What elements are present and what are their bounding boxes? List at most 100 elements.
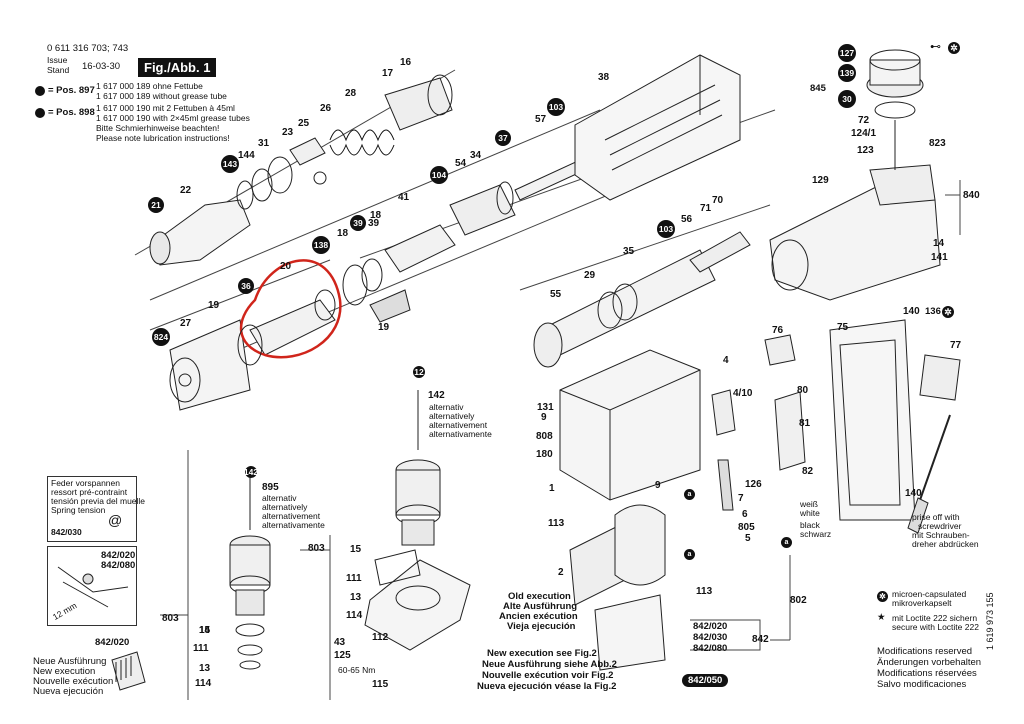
callout-19b: 19 bbox=[378, 322, 390, 333]
callout-19: 19 bbox=[208, 300, 220, 311]
alt-142-l3: alternativement bbox=[429, 420, 488, 430]
callout-803b: 803 bbox=[162, 613, 179, 624]
legend-loctite-l2: secure with Loctite 222 bbox=[892, 622, 979, 632]
callout-14b: 14 bbox=[199, 625, 211, 636]
ref-842-050: 842/050 bbox=[682, 674, 729, 687]
ref-842-020: 842/020 bbox=[693, 621, 728, 632]
callout-41: 41 bbox=[398, 192, 410, 203]
callout-140a: 140 bbox=[903, 306, 920, 317]
footer-l1: Modifications reserved bbox=[877, 646, 973, 657]
ref2-b: 842/080 bbox=[101, 560, 136, 571]
callout-104: 104 bbox=[430, 166, 448, 184]
callout-20: 20 bbox=[280, 261, 292, 272]
wire-a-marker: a bbox=[684, 549, 695, 560]
new-exec-fig2-l2: Neue Ausführung siehe Abb.2 bbox=[482, 659, 617, 670]
prise-l1: prise off with bbox=[912, 512, 960, 522]
callout-18b: 18 bbox=[337, 228, 349, 239]
callout-39: 39 bbox=[350, 215, 366, 231]
callout-18: 18 bbox=[370, 210, 382, 221]
pos898-line2: 1 617 000 190 with 2×45ml grease tubes bbox=[96, 113, 250, 123]
alt-142-l2: alternatively bbox=[429, 411, 475, 421]
callout-141: 141 bbox=[931, 252, 948, 263]
callout-6: 6 bbox=[742, 509, 748, 520]
prise-l4: dreher abdrücken bbox=[912, 539, 979, 549]
pos898-line3: Bitte Schmierhinweise beachten! bbox=[96, 123, 220, 133]
callout-35: 35 bbox=[623, 246, 635, 257]
callout-112: 112 bbox=[372, 632, 389, 643]
wire-black-de: schwarz bbox=[800, 529, 832, 539]
callout-805: 805 bbox=[738, 522, 755, 533]
callout-803a: 803 bbox=[308, 543, 325, 554]
callout-2: 2 bbox=[558, 567, 564, 578]
callout-840: 840 bbox=[963, 190, 980, 201]
bullet-icon bbox=[35, 108, 45, 118]
callout-139: 139 bbox=[838, 64, 856, 82]
old-exec-l1: Old execution bbox=[508, 591, 571, 602]
callout-30: 30 bbox=[838, 90, 856, 108]
old-exec-l4: Vieja ejecución bbox=[507, 621, 576, 632]
callout-22: 22 bbox=[180, 185, 192, 196]
wire-a-marker: a bbox=[781, 537, 792, 548]
torque-label: 60-65 Nm bbox=[338, 665, 376, 675]
new-exec-l1: Neue Ausführung bbox=[33, 656, 107, 667]
callout-36: 36 bbox=[238, 278, 254, 294]
alt-142-l1: alternativ bbox=[429, 402, 464, 412]
callout-81: 81 bbox=[799, 418, 811, 429]
pos897-line1: 1 617 000 189 ohne Fettube bbox=[96, 81, 203, 91]
ref2-a: 842/020 bbox=[101, 550, 136, 561]
callout-111a: 111 bbox=[346, 573, 362, 584]
new-exec-l3: Nouvelle exécution bbox=[33, 676, 114, 687]
prise-l2: screwdriver bbox=[918, 521, 962, 531]
callout-75: 75 bbox=[837, 322, 849, 333]
callout-136: 136 bbox=[925, 306, 941, 317]
pos898-line1: 1 617 000 190 mit 2 Fettuben à 45ml bbox=[96, 103, 235, 113]
callout-129: 129 bbox=[812, 175, 829, 186]
alt-895-l1: alternativ bbox=[262, 493, 297, 503]
callout-54: 54 bbox=[455, 158, 467, 169]
callout-114a: 114 bbox=[346, 610, 363, 621]
callout-x-142: 12 bbox=[413, 366, 425, 378]
new-exec-fig2-l4: Nueva ejecución véase la Fig.2 bbox=[477, 681, 617, 692]
wire-black-en: black bbox=[800, 520, 820, 530]
callout-138: 138 bbox=[312, 236, 330, 254]
callout-9: 9 bbox=[541, 412, 547, 423]
stand-label: Stand bbox=[47, 65, 70, 75]
callout-103a: 103 bbox=[547, 98, 565, 116]
callout-80: 80 bbox=[797, 385, 809, 396]
callout-x-895: 142 bbox=[243, 466, 259, 478]
callout-14: 14 bbox=[933, 238, 945, 249]
callout-23: 23 bbox=[282, 127, 294, 138]
pos897-label: = Pos. 897 bbox=[48, 85, 95, 96]
new-exec-l4: Nueva ejecución bbox=[33, 686, 104, 697]
callout-113a: 113 bbox=[548, 518, 565, 529]
document-id: 1 619 973 155 bbox=[985, 592, 995, 650]
callout-28: 28 bbox=[345, 88, 357, 99]
callout-56: 56 bbox=[681, 214, 693, 225]
callout-143: 143 bbox=[221, 155, 239, 173]
footer-l3: Modifications réservées bbox=[877, 668, 977, 679]
callout-842: 842 bbox=[752, 634, 769, 645]
callout-76: 76 bbox=[772, 325, 784, 336]
footer-l2: Änderungen vorbehalten bbox=[877, 657, 982, 668]
callout-15a: 15 bbox=[350, 544, 362, 555]
callout-802: 802 bbox=[790, 595, 807, 606]
callout-39b: 39 bbox=[368, 218, 380, 229]
callout-55: 55 bbox=[550, 289, 562, 300]
callout-7: 7 bbox=[738, 493, 744, 504]
callout-57: 57 bbox=[535, 114, 547, 125]
star-icon: ★ bbox=[877, 612, 886, 623]
callout-4-10: 4/10 bbox=[733, 388, 753, 399]
spring-detail-inset: 842/020 842/080 12 mm bbox=[47, 546, 137, 626]
callout-131: 131 bbox=[537, 402, 554, 413]
legend-micro-l2: mikroverkapselt bbox=[892, 598, 952, 608]
prise-l3: mit Schrauben- bbox=[912, 530, 970, 540]
callout-4: 4 bbox=[723, 355, 729, 366]
callout-82: 82 bbox=[802, 466, 814, 477]
micro-capsule-icon: ✲ bbox=[948, 42, 960, 54]
callout-1: 1 bbox=[549, 483, 555, 494]
callout-144: 144 bbox=[238, 150, 255, 161]
callout-127: 127 bbox=[838, 44, 856, 62]
ref-842-080: 842/080 bbox=[693, 643, 728, 654]
